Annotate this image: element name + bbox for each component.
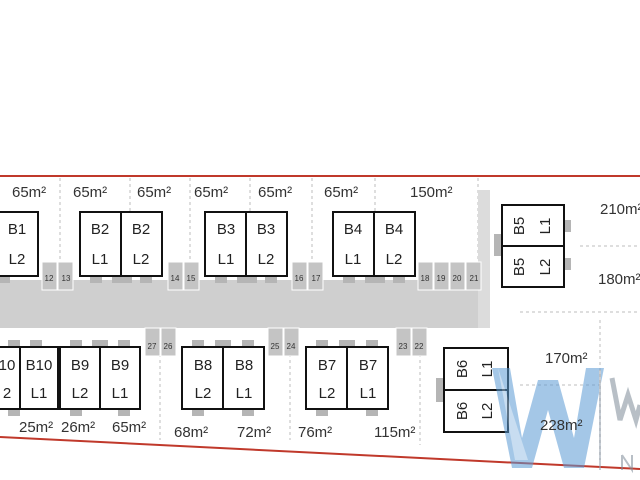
area-label: 68m² [174, 424, 208, 441]
area-labels: 65m² 65m² 65m² 65m² 65m² 65m² 150m² 210m… [12, 184, 640, 441]
unit-label: L2 [72, 385, 89, 402]
building-b1 [0, 211, 39, 277]
unit-label: B5 [511, 258, 528, 276]
parking-number: 27 [148, 342, 157, 351]
internal-road [0, 280, 488, 328]
unit-label: B1 [8, 221, 26, 238]
area-label: 65m² [324, 184, 358, 201]
unit-label: B6 [454, 360, 471, 378]
unit-label: 2 [3, 385, 11, 402]
buildings-bottom [0, 346, 389, 410]
unit-label: B7 [318, 357, 336, 374]
unit-label: B7 [359, 357, 377, 374]
rotated-labels: B5 L1 B5 L2 B6 L1 B6 L2 [454, 217, 554, 420]
unit-label: B8 [194, 357, 212, 374]
unit-label: L1 [92, 251, 109, 268]
parking-number: 26 [164, 342, 173, 351]
unit-label: L1 [537, 218, 554, 235]
unit-label: B2 [132, 221, 150, 238]
parking-bottom [144, 327, 428, 357]
parking-number: 24 [287, 342, 296, 351]
area-label: 65m² [112, 419, 146, 436]
parking-number: 20 [453, 274, 462, 283]
unit-label: B10 [26, 357, 53, 374]
buildings-top [0, 211, 416, 277]
area-label: 228m² [540, 417, 583, 434]
area-label: 115m² [374, 424, 415, 441]
unit-label: B4 [385, 221, 403, 238]
area-label: 76m² [298, 424, 332, 441]
area-label: 26m² [61, 419, 95, 436]
area-label: 65m² [12, 184, 46, 201]
parking-number: 18 [421, 274, 430, 283]
unit-label: L1 [479, 361, 496, 378]
building-labels: B1 L2 B2 L1 B2 L2 B3 L1 B3 L2 B4 L1 B4 L… [0, 221, 403, 402]
parking-number: 15 [187, 274, 196, 283]
unit-label: L2 [133, 251, 150, 268]
unit-label: L1 [236, 385, 253, 402]
plot-boundary-bottom [0, 436, 640, 470]
buildings-right [443, 204, 565, 433]
unit-label: L2 [479, 403, 496, 420]
area-label: 65m² [73, 184, 107, 201]
unit-label: B3 [217, 221, 235, 238]
entrances-top [0, 277, 405, 283]
parking-number: 21 [470, 274, 479, 283]
watermark-logo [492, 368, 640, 474]
road-branch [478, 190, 490, 328]
parking-number: 16 [295, 274, 304, 283]
unit-label: B2 [91, 221, 109, 238]
parking-number: 22 [415, 342, 424, 351]
area-label: 72m² [237, 424, 271, 441]
unit-label: B4 [344, 221, 362, 238]
parking-number: 17 [312, 274, 321, 283]
unit-label: L1 [218, 251, 235, 268]
unit-label: B9 [71, 357, 89, 374]
area-label: 150m² [410, 184, 453, 201]
area-label: 25m² [19, 419, 53, 436]
entrances-bottom [8, 340, 378, 416]
area-label: 65m² [137, 184, 171, 201]
parking-numbers: 12 13 14 15 16 17 18 19 20 21 27 26 25 2… [45, 274, 479, 351]
unit-label: L2 [319, 385, 336, 402]
unit-label: 10 [0, 357, 15, 374]
parking-number: 12 [45, 274, 54, 283]
area-label: 170m² [545, 350, 588, 367]
unit-label: L1 [360, 385, 377, 402]
parking-top [41, 261, 482, 291]
unit-label: L2 [195, 385, 212, 402]
building-b10 [0, 346, 59, 410]
parking-number: 23 [399, 342, 408, 351]
entrances-right [436, 220, 571, 402]
area-label: 65m² [194, 184, 228, 201]
parking-number: 14 [171, 274, 180, 283]
unit-label: B6 [454, 402, 471, 420]
unit-label: B5 [511, 217, 528, 235]
unit-label: L2 [9, 251, 26, 268]
parking-number: 19 [437, 274, 446, 283]
parking-number: 25 [271, 342, 280, 351]
unit-label: L1 [112, 385, 129, 402]
area-label: 210m² [600, 201, 640, 218]
unit-label: B3 [257, 221, 275, 238]
unit-label: L2 [537, 259, 554, 276]
unit-label: B9 [111, 357, 129, 374]
area-label: 180m² [598, 271, 640, 288]
unit-label: L1 [345, 251, 362, 268]
unit-label: L1 [31, 385, 48, 402]
unit-label: L2 [258, 251, 275, 268]
parking-number: 13 [62, 274, 71, 283]
unit-label: L2 [386, 251, 403, 268]
unit-label: B8 [235, 357, 253, 374]
area-label: 65m² [258, 184, 292, 201]
